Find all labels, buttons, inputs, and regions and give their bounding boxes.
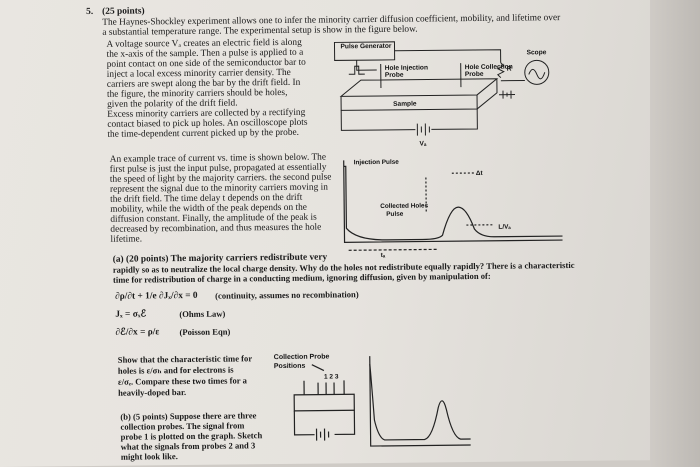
show-line: ε/σₑ. Compare these two times for a (117, 375, 247, 387)
setup-figure: Pulse Generator Scope Hole Injection Pro… (333, 41, 550, 148)
sample-label: Sample (393, 101, 417, 108)
resistor-label: R (507, 66, 512, 73)
collected-holes-label: Collected Holes (380, 202, 428, 210)
probe-1-signal (369, 364, 471, 441)
para2-line: decreased by recombination, and thus mea… (110, 222, 322, 235)
delta-label: Δt (476, 170, 484, 177)
part-a-line: time for redistribution of charge in a c… (112, 270, 491, 285)
part-b-line: might look like. (120, 451, 178, 462)
injection-probe-label-2: Probe (385, 72, 404, 79)
collection-probe-label-2: Probe (465, 71, 484, 78)
trace-curve (343, 165, 563, 241)
probes-title-2: Positions (274, 363, 306, 370)
trace-figure: Injection Pulse Collected Holes Pulse Δt… (343, 159, 563, 259)
worksheet-page: 5. (25 points) The Haynes-Shockley exper… (0, 0, 659, 467)
part-b-line: what the signals from probes 2 and 3 (120, 440, 256, 452)
show-line: heavily-doped bar. (118, 387, 187, 398)
pulse-generator-label: Pulse Generator (340, 43, 391, 51)
probe-numbers: 1 2 3 (324, 373, 339, 380)
scope-label: Scope (527, 49, 547, 56)
equation-note: (Poisson Eqn) (179, 326, 231, 338)
collection-probe-label: Hole Collection (465, 64, 513, 72)
collected-holes-label-2: Pulse (386, 211, 404, 218)
probe-bar (293, 393, 355, 412)
scope-circle (524, 59, 550, 85)
equation-continuity: ∂ρ/∂t + 1/e ∂Jₓ/∂x = 0 (115, 290, 198, 302)
equation-poisson: ∂ℰ/∂x = ρ/ε (115, 327, 160, 338)
delay-label: tₐ (381, 252, 386, 259)
para2-line: lifetime. (110, 234, 143, 245)
equation-note: (continuity, assumes no recombination) (215, 289, 359, 301)
probes-title: Collection Probe (274, 354, 330, 362)
probe-graph-axes (369, 356, 471, 447)
desk-edge (650, 0, 700, 467)
equation-note: (Ohms Law) (179, 308, 226, 320)
vd-label: Vₐ (419, 140, 426, 147)
problem-points: (25 points) (102, 6, 145, 17)
distance-label: L/Vₐ (498, 224, 511, 231)
show-line: Show that the characteristic time for (117, 353, 253, 365)
injection-pulse-label: Injection Pulse (354, 159, 400, 166)
problem-number: 5. (86, 6, 94, 18)
para1-line: the time-dependent current picked up by … (107, 127, 300, 140)
injection-probe-label: Hole Injection (385, 64, 428, 71)
probes-figure: Collection Probe Positions 1 2 3 (274, 354, 471, 447)
equation-ohms-law: Jₓ = σₓℰ (115, 309, 147, 320)
show-line: holes is ε/σₕ and for electrons is (117, 364, 234, 376)
trace-axes (343, 160, 563, 243)
